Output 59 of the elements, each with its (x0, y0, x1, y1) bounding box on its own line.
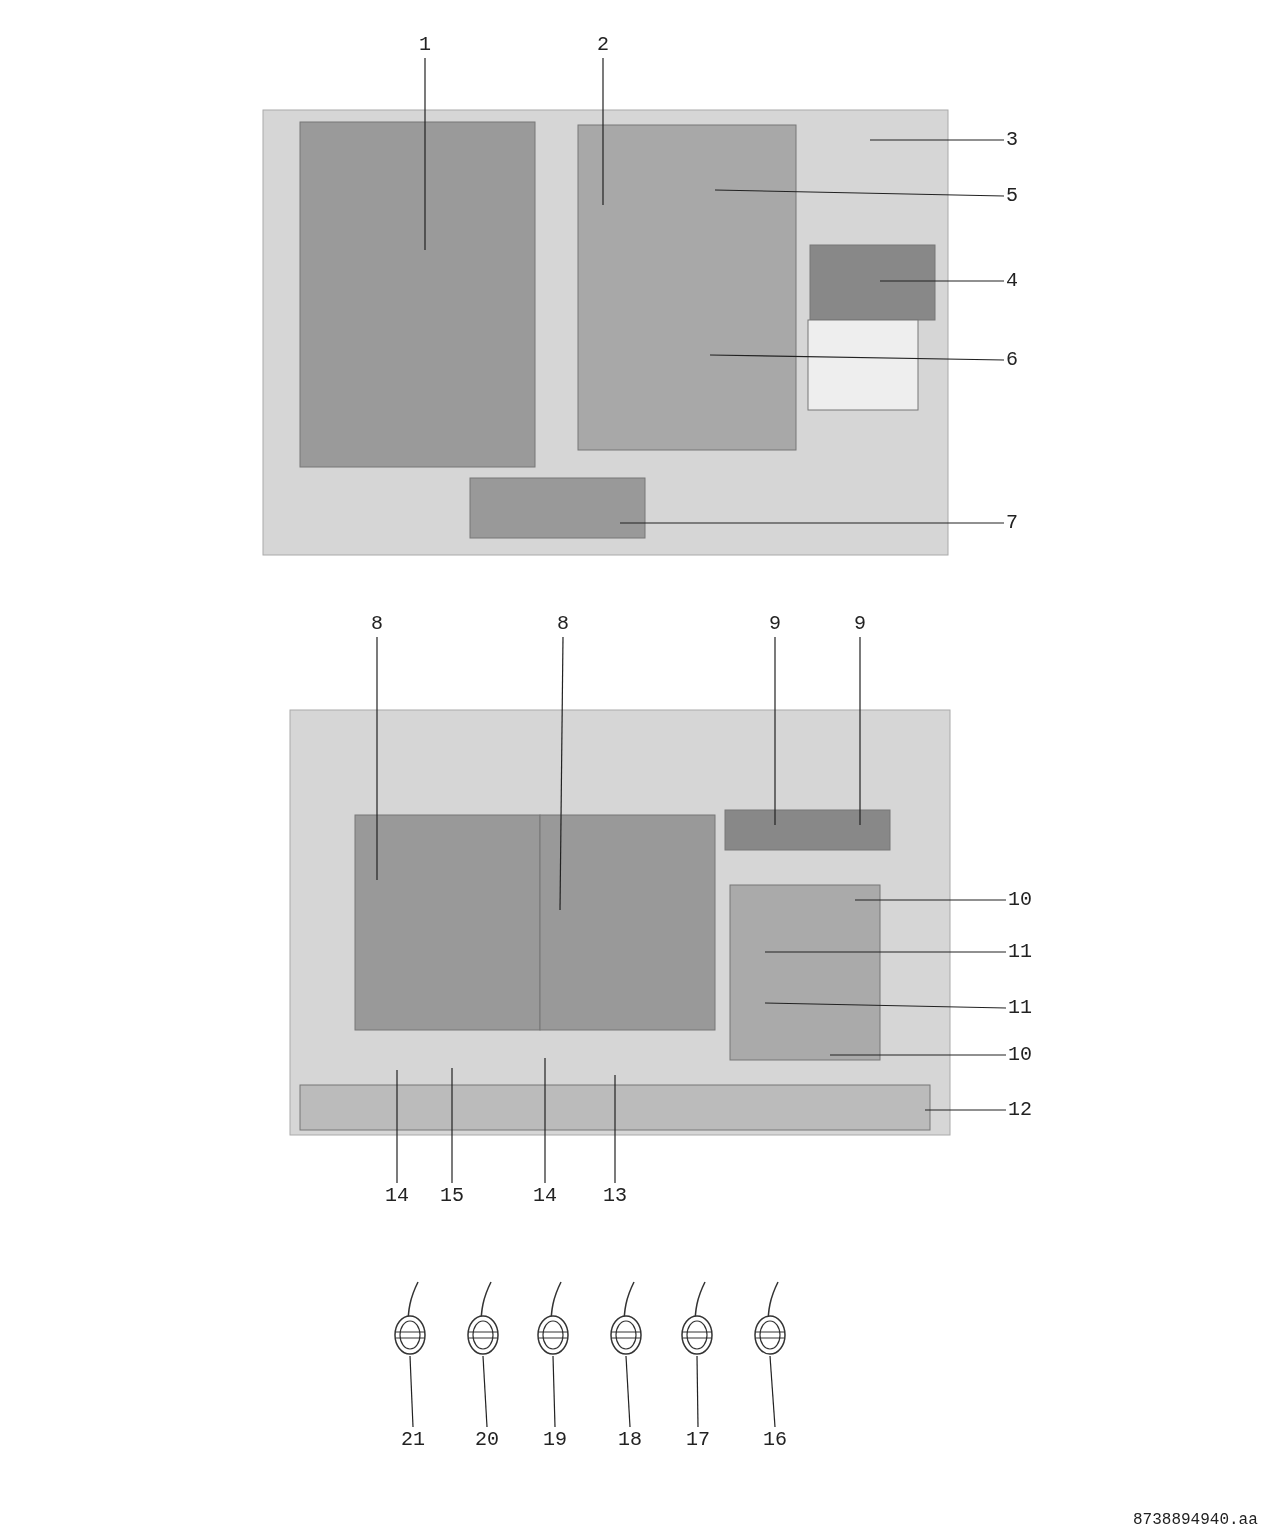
leader-line (482, 1355, 488, 1428)
callout-number: 6 (1006, 348, 1018, 372)
callout-number: 8 (371, 612, 383, 636)
leader-line (879, 280, 1005, 282)
callout-number: 10 (1008, 888, 1032, 912)
leader-line (696, 1355, 699, 1428)
callout-number: 11 (1008, 940, 1032, 964)
leader-line (625, 1355, 631, 1428)
callout-number: 14 (385, 1184, 409, 1208)
leader-line (764, 1002, 1007, 1009)
leader-line (769, 1355, 776, 1428)
leader-line (829, 1054, 1007, 1056)
callout-number: 10 (1008, 1043, 1032, 1067)
callout-number: 7 (1006, 511, 1018, 535)
ferrite-core-drawing (393, 1280, 427, 1356)
leader-line (396, 1069, 398, 1184)
callout-number: 4 (1006, 269, 1018, 293)
callout-number: 9 (769, 612, 781, 636)
leader-line (451, 1067, 453, 1184)
ferrite-core-drawing (753, 1280, 787, 1356)
leader-line (709, 354, 1005, 361)
callout-number: 3 (1006, 128, 1018, 152)
leader-line (614, 1074, 616, 1184)
leader-line (559, 636, 564, 911)
leader-line (376, 636, 378, 881)
ferrite-core-drawing (609, 1280, 643, 1356)
leader-line (424, 57, 426, 251)
leader-line (619, 522, 1005, 524)
leader-line (924, 1109, 1007, 1111)
ferrite-core-drawing (536, 1280, 570, 1356)
leader-line (602, 57, 604, 206)
leader-line (774, 636, 776, 826)
callout-number: 1 (419, 33, 431, 57)
leader-line (544, 1057, 546, 1184)
callout-number: 13 (603, 1184, 627, 1208)
callout-number: 21 (401, 1428, 425, 1452)
leader-line (552, 1355, 556, 1428)
callout-number: 8 (557, 612, 569, 636)
callout-number: 20 (475, 1428, 499, 1452)
callout-number: 16 (763, 1428, 787, 1452)
drawing-number: 8738894940.aa (1133, 1510, 1258, 1531)
leader-line (854, 899, 1007, 901)
callout-number: 15 (440, 1184, 464, 1208)
callout-number: 12 (1008, 1098, 1032, 1122)
leader-line (764, 951, 1007, 953)
leader-line (869, 139, 1005, 141)
callout-number: 19 (543, 1428, 567, 1452)
callout-number: 2 (597, 33, 609, 57)
leader-line (409, 1355, 414, 1428)
leader-line (714, 189, 1005, 197)
callout-number: 11 (1008, 996, 1032, 1020)
callout-number: 5 (1006, 184, 1018, 208)
leader-line (859, 636, 861, 826)
ferrite-core-drawing (680, 1280, 714, 1356)
callout-number: 17 (686, 1428, 710, 1452)
callout-number: 9 (854, 612, 866, 636)
callout-number: 18 (618, 1428, 642, 1452)
ferrite-core-drawing (466, 1280, 500, 1356)
callout-number: 14 (533, 1184, 557, 1208)
